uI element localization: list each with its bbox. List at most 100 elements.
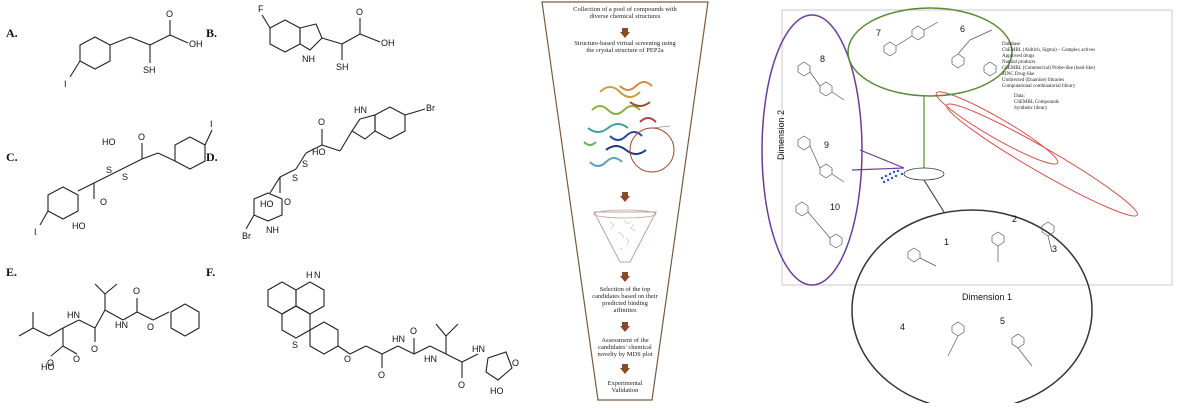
funnel-filter-icon: [593, 209, 657, 263]
blue-points: [880, 169, 904, 184]
down-arrow-icon: [620, 192, 630, 202]
purple-cluster-ellipse: [761, 14, 863, 286]
cluster-number: 8: [820, 54, 825, 64]
workflow-step-4: Assessment of the candidates' chemical n…: [597, 337, 653, 358]
mds-plot: Dimension 2 Dimension 1: [761, 7, 1173, 403]
panel-label-d: D.: [206, 150, 218, 164]
structure-b: F O OH SH NH: [258, 4, 395, 72]
legend-item: ChEMBL (Commercial) Probe-like (lead-lik…: [1002, 66, 1095, 71]
atom-label: OH: [381, 38, 395, 48]
structure-c: HO O S S O HO I I: [34, 119, 213, 237]
atom-label: O: [133, 286, 140, 296]
atom-label: HN: [354, 105, 367, 115]
atom-label: S: [292, 340, 298, 350]
atom-label: O: [458, 380, 465, 390]
atom-label: O: [512, 358, 519, 368]
atom-label: S: [292, 173, 298, 183]
atom-label: S: [122, 172, 128, 182]
legend-item: Computational combinatorial library: [1002, 84, 1076, 89]
atom-label: O: [147, 322, 154, 332]
legend-sub-item: ChEMBL Compounds: [1014, 100, 1059, 105]
atom-label: O: [356, 7, 363, 17]
atom-label: O: [91, 344, 98, 354]
atom-label: O: [284, 197, 291, 207]
legend-item: Natural products: [1002, 60, 1036, 65]
atom-label: NH: [302, 54, 315, 64]
structure-d: HN Br HO O S S O HO Br NH: [242, 103, 435, 241]
cluster-number: 1: [944, 237, 949, 247]
cluster-number: 9: [824, 140, 829, 150]
x-axis-label: Dimension 1: [962, 292, 1012, 302]
atom-label: HO: [490, 386, 504, 396]
atom-label: S: [106, 165, 112, 175]
cluster-number: 3: [1052, 244, 1057, 254]
atom-label: O: [166, 9, 173, 19]
panel-label-a: A.: [6, 26, 18, 40]
atom-label: HO: [312, 147, 326, 157]
workflow-step-1: Collection of a pool of compounds with d…: [573, 6, 677, 20]
structures-panel: A. O OH SH I B. F O OH SH NH C.: [0, 0, 540, 403]
atom-label: H: [306, 270, 313, 280]
panel-label-b: B.: [206, 26, 218, 40]
legend-item: ChEMBL (Aldrich, Sigma) – Complex active…: [1002, 48, 1096, 53]
down-arrow-icon: [620, 28, 630, 38]
atom-label: Br: [242, 231, 251, 241]
down-arrow-icon: [620, 364, 630, 374]
atom-label: F: [258, 4, 264, 14]
protein-structure-image: [583, 81, 675, 173]
workflow-panel: Collection of a pool of compounds with d…: [540, 0, 710, 403]
cluster-number: 5: [1000, 316, 1005, 326]
mds-panel: Dimension 2 Dimension 1: [712, 0, 1177, 403]
green-cluster-ellipse: [847, 7, 1013, 97]
structure-f: H N S O O HN O HN O HN O HO: [267, 270, 519, 396]
atom-label: O: [378, 370, 385, 380]
atom-label: SH: [143, 65, 156, 75]
cluster-number: 2: [1012, 214, 1017, 224]
atom-label: O: [410, 326, 417, 336]
cluster-molecules: [795, 21, 1055, 367]
atom-label: S: [302, 159, 308, 169]
legend-item: Undirected (Enamine) libraries: [1002, 78, 1065, 83]
cluster-number: 6: [960, 24, 965, 34]
legend-item: ZINC Drug-like: [1002, 72, 1035, 77]
structure-a: O OH SH I: [64, 9, 203, 89]
workflow-step-5: Experimental Validation: [607, 380, 643, 394]
structure-e: O O HN O HN O HO O: [18, 283, 200, 372]
down-arrow-icon: [620, 322, 630, 332]
legend-sub-item: Data:: [1014, 94, 1025, 99]
red-ellipse: [946, 103, 1138, 217]
panel-label-e: E.: [6, 265, 18, 279]
mds-legend: Database ChEMBL (Aldrich, Sigma) – Compl…: [1002, 42, 1152, 112]
atom-label: O: [47, 358, 54, 368]
atom-label: I: [64, 79, 67, 89]
cluster-number: 4: [900, 322, 905, 332]
black-cluster-ellipse: [851, 209, 1093, 403]
atom-label: O: [318, 117, 325, 127]
atom-label: NH: [266, 225, 279, 235]
workflow-step-2: Structure-based virtual screening using …: [574, 40, 676, 54]
atom-label: O: [100, 197, 107, 207]
central-points: [903, 167, 945, 181]
red-ellipse: [935, 91, 1059, 165]
workflow-step-3: Selection of the top candidates based on…: [592, 286, 658, 314]
atom-label: O: [138, 132, 145, 142]
atom-label: HN: [67, 310, 80, 320]
cluster-number: 7: [876, 28, 881, 38]
panel-label-f: F.: [206, 265, 216, 279]
atom-label: SH: [336, 62, 349, 72]
atom-label: HN: [392, 334, 405, 344]
legend-sub-item: Synthetic library: [1014, 106, 1048, 111]
atom-label: O: [344, 354, 351, 364]
atom-label: HN: [424, 354, 437, 364]
atom-label: I: [34, 227, 37, 237]
cluster-number: 10: [830, 202, 840, 212]
atom-label: HO: [41, 362, 55, 372]
atom-label: HO: [72, 221, 86, 231]
plot-frame: [781, 9, 1173, 286]
atom-label: HO: [260, 199, 274, 209]
legend-item: Approved drugs: [1002, 54, 1035, 59]
atom-label: N: [314, 270, 321, 280]
atom-label: I: [210, 119, 213, 129]
atom-label: HN: [472, 344, 485, 354]
atom-label: HN: [115, 320, 128, 330]
